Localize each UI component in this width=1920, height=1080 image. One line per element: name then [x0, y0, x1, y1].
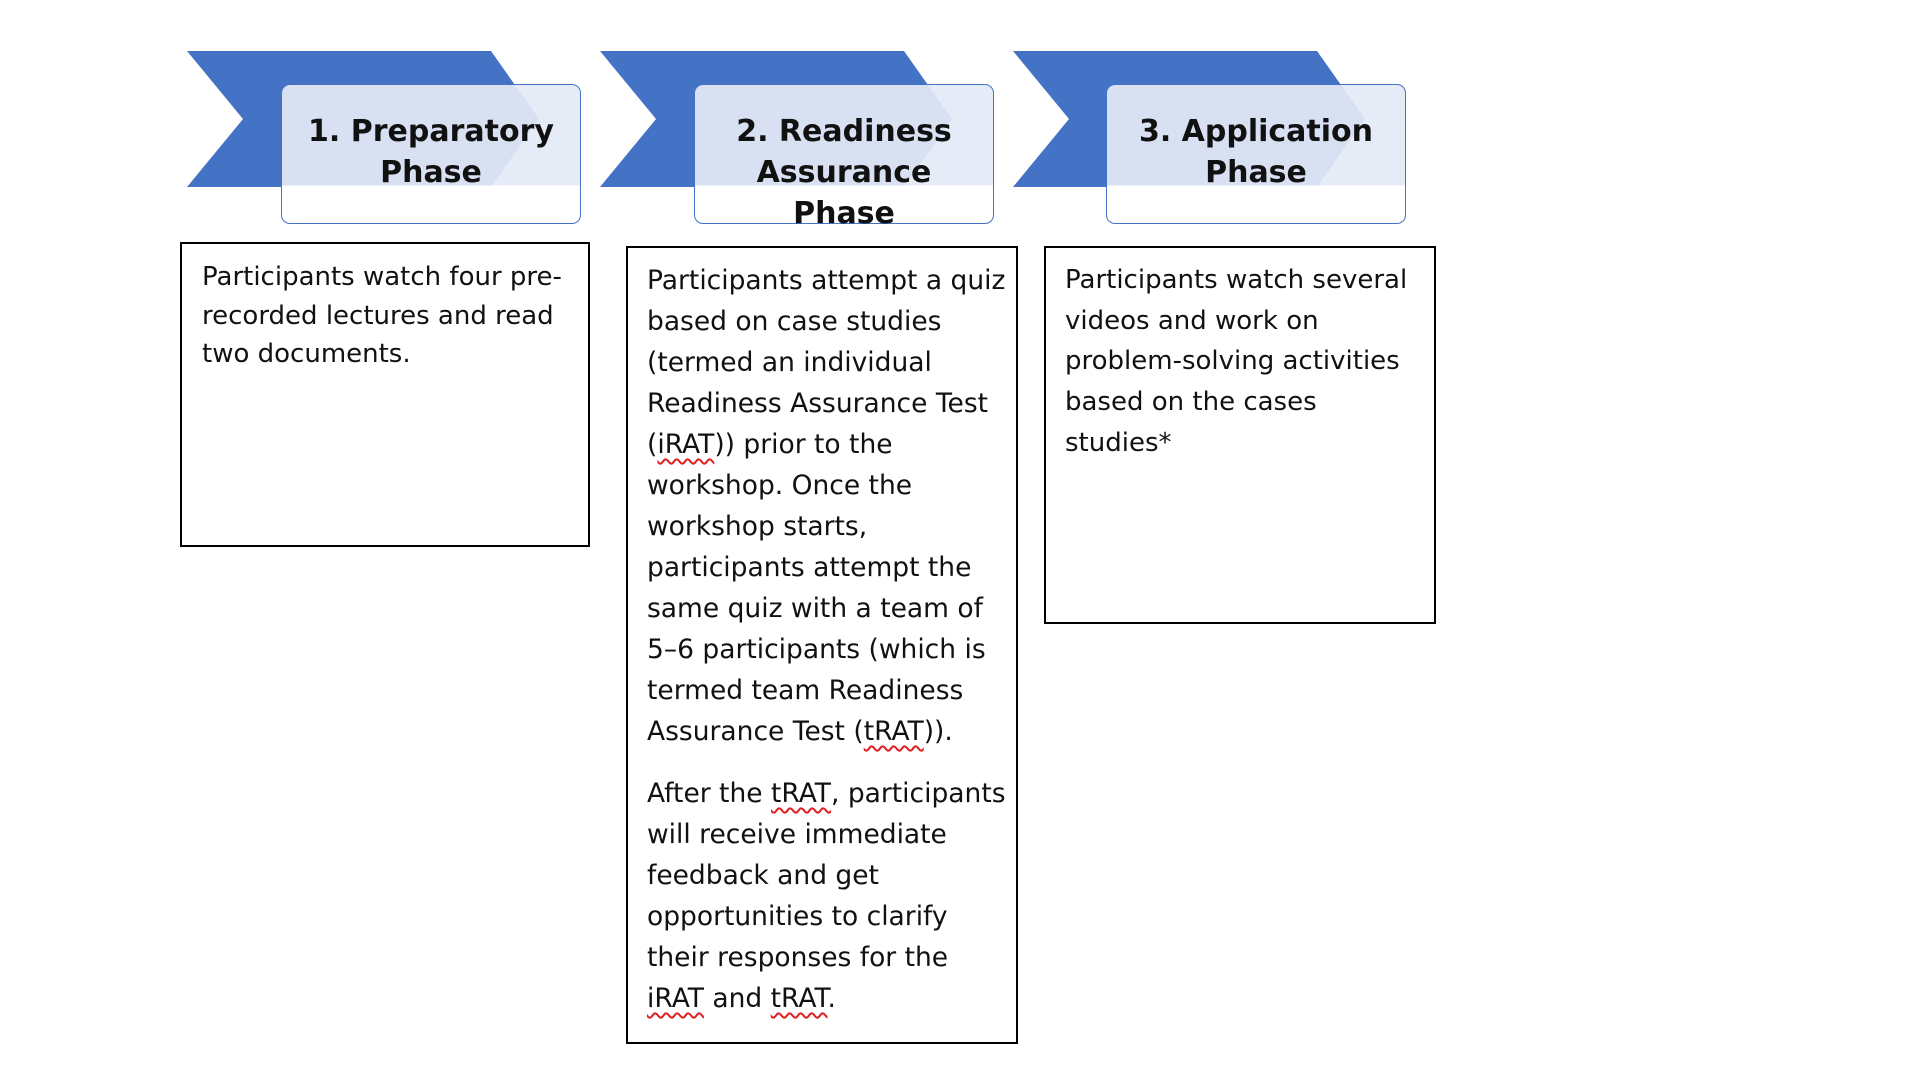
phase-3-paragraph-1: Participants watch several videos and wo… [1065, 260, 1424, 464]
phase-1-description: Participants watch four pre-recorded lec… [180, 242, 590, 547]
text-segment: and [703, 983, 771, 1014]
spellcheck-flagged-word: tRAT [863, 716, 924, 747]
text-segment: Participants watch four pre-recorded lec… [202, 262, 562, 369]
text-segment: Participants watch several videos and wo… [1065, 265, 1408, 458]
spellcheck-flagged-word: tRAT [770, 778, 831, 809]
phase-2-paragraph-1: Participants attempt a quiz based on cas… [647, 260, 1006, 752]
phase-1-paragraph-1: Participants watch four pre-recorded lec… [202, 258, 570, 374]
spellcheck-flagged-word: iRAT [647, 983, 704, 1014]
text-segment: Participants attempt a quiz based on cas… [647, 265, 1006, 460]
spellcheck-flagged-word: tRAT [770, 983, 828, 1014]
text-segment: )). [923, 716, 953, 747]
phase-1-header: 1. Preparatory Phase [281, 84, 581, 224]
phase-3-description: Participants watch several videos and wo… [1044, 246, 1436, 624]
phase-1-title: 1. Preparatory Phase [308, 114, 554, 190]
text-segment: , participants will receive immediate fe… [647, 778, 1006, 973]
phase-2-description: Participants attempt a quiz based on cas… [626, 246, 1018, 1044]
spellcheck-flagged-word: iRAT [657, 429, 715, 460]
phase-2-paragraph-2: After the tRAT, participants will receiv… [647, 773, 1006, 1019]
text-segment: )) prior to the workshop. Once the works… [647, 429, 986, 747]
text-segment: After the [647, 778, 771, 809]
phase-3-header: 3. Application Phase [1106, 84, 1406, 224]
phase-3-title: 3. Application Phase [1138, 114, 1374, 190]
phase-2-title: 2. Readiness Assurance Phase [736, 114, 952, 231]
text-segment: . [827, 983, 836, 1014]
phase-2-header: 2. Readiness Assurance Phase [694, 84, 994, 231]
